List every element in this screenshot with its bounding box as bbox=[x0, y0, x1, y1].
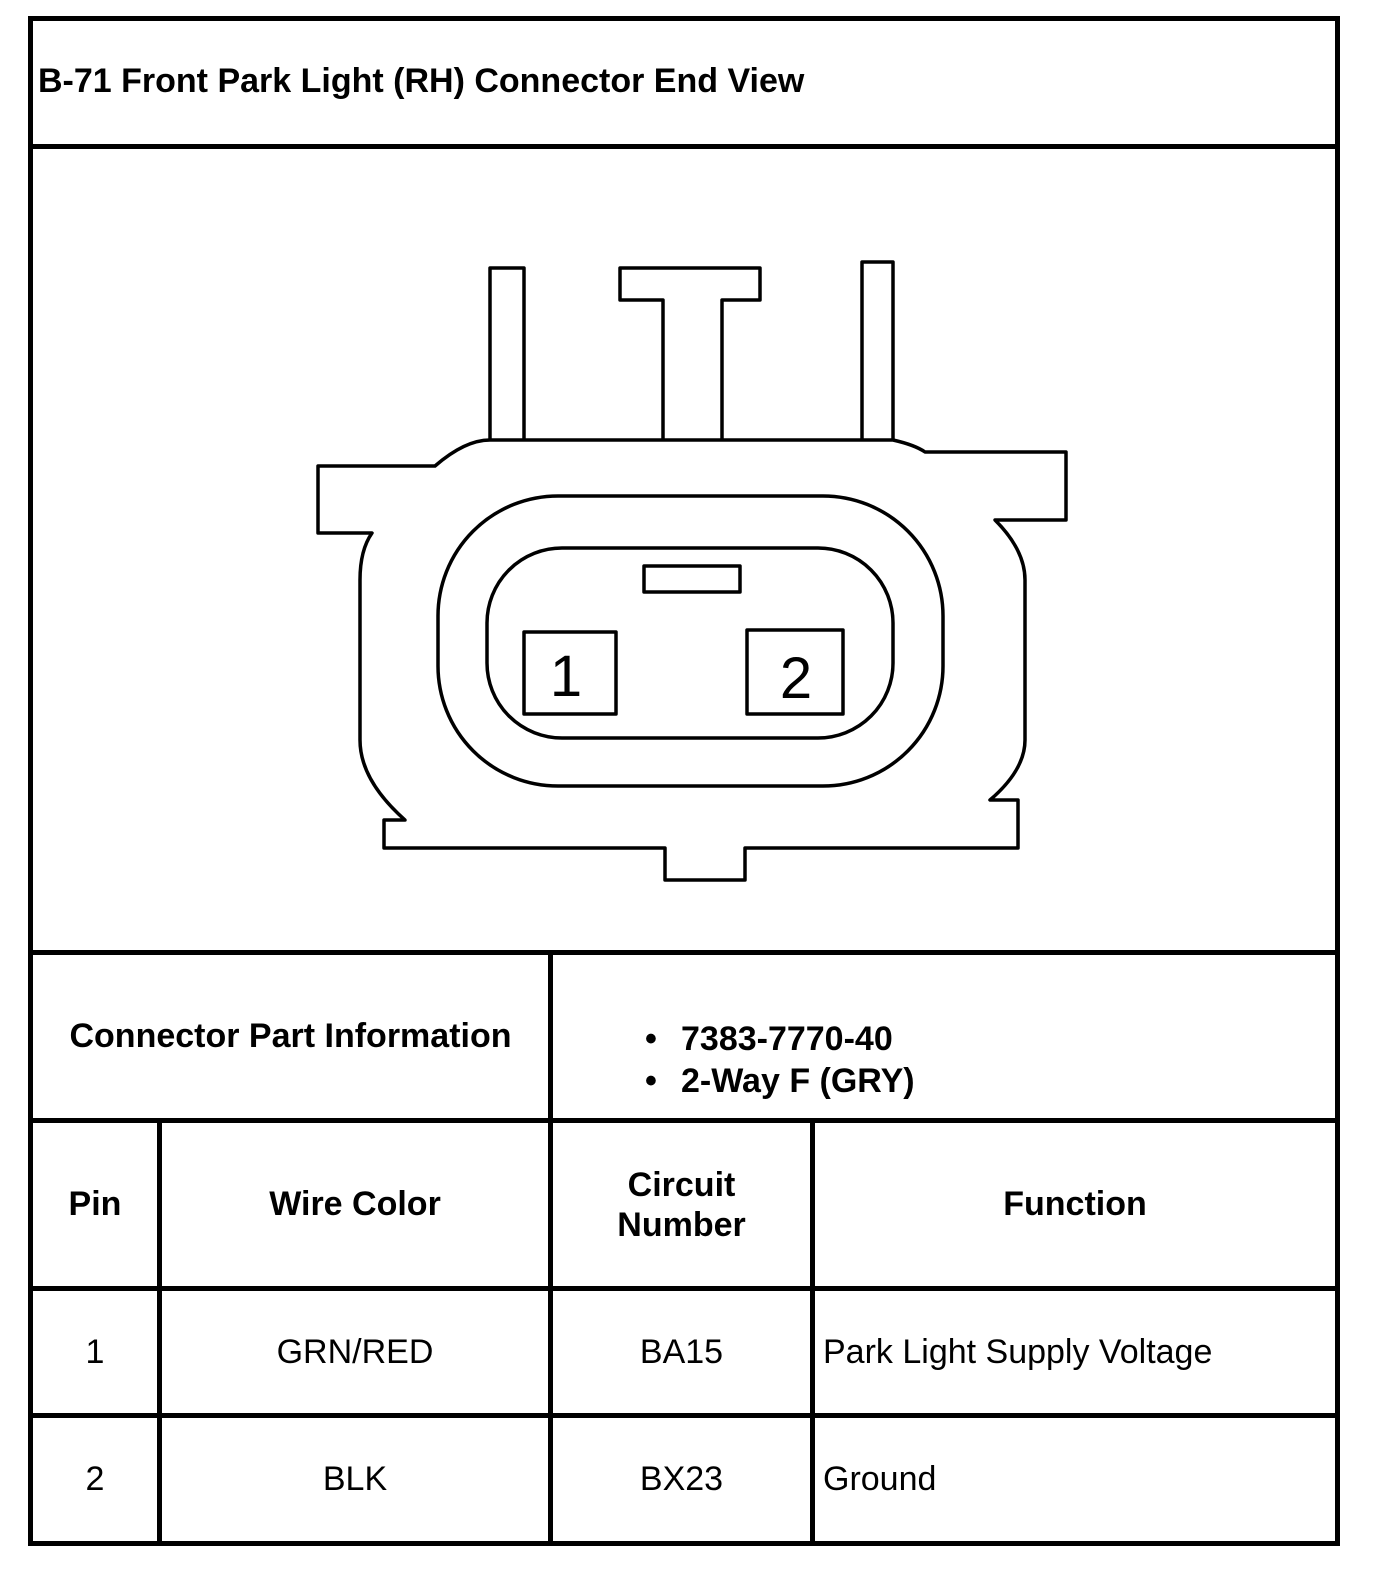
border-bottom bbox=[28, 1541, 1340, 1546]
divider-header bbox=[28, 1286, 1340, 1291]
pin-1-box bbox=[522, 630, 618, 716]
bullet: • bbox=[645, 1020, 657, 1058]
vline-pin bbox=[157, 1118, 162, 1546]
row2-circuit: BX23 bbox=[639, 1460, 724, 1498]
bullet: • bbox=[645, 1062, 657, 1100]
divider-partinfo bbox=[28, 1118, 1340, 1123]
pin-2-box bbox=[745, 628, 845, 716]
left-tab bbox=[488, 266, 526, 440]
pin-1-label: 1 bbox=[550, 644, 582, 709]
header-circuit-line1: Circuit bbox=[627, 1165, 736, 1204]
page-title: B-71 Front Park Light (RH) Connector End… bbox=[38, 62, 805, 100]
row1-circuit: BA15 bbox=[639, 1332, 724, 1371]
divider-drawing bbox=[28, 950, 1340, 955]
key-slot bbox=[642, 564, 742, 594]
row1-pin: 1 bbox=[85, 1332, 105, 1371]
pin-cavity bbox=[485, 546, 895, 740]
part-info-item: • 7383-7770-40 bbox=[645, 1018, 915, 1060]
row1-wire-color: GRN/RED bbox=[276, 1332, 434, 1371]
border-right bbox=[1335, 16, 1340, 1546]
header-circuit-line2: Number bbox=[617, 1205, 746, 1244]
part-number: 7383-7770-40 bbox=[681, 1020, 893, 1058]
row1-function: Park Light Supply Voltage bbox=[823, 1332, 1213, 1371]
header-circuit-number: Circuit Number bbox=[553, 1123, 810, 1286]
right-tab bbox=[860, 260, 895, 440]
header-pin: Pin bbox=[68, 1185, 122, 1223]
center-tab bbox=[618, 266, 762, 440]
vline-partinfo bbox=[548, 950, 553, 1546]
part-info-label: Connector Part Information bbox=[69, 1017, 512, 1055]
part-description: 2-Way F (GRY) bbox=[681, 1062, 915, 1100]
seal-ring bbox=[436, 494, 945, 788]
vline-circuit bbox=[810, 1118, 815, 1546]
housing-outline bbox=[316, 438, 1068, 882]
part-info-list: • 7383-7770-40 • 2-Way F (GRY) bbox=[645, 1018, 915, 1102]
pin-2-label: 2 bbox=[780, 646, 812, 711]
row2-function: Ground bbox=[823, 1460, 937, 1498]
border-left bbox=[28, 16, 33, 1546]
divider-row1 bbox=[28, 1413, 1340, 1418]
header-wire-color: Wire Color bbox=[269, 1185, 441, 1223]
divider-title bbox=[28, 144, 1340, 149]
row2-wire-color: BLK bbox=[322, 1460, 388, 1498]
border-top bbox=[28, 16, 1340, 21]
header-function: Function bbox=[1003, 1185, 1147, 1223]
part-info-item: • 2-Way F (GRY) bbox=[645, 1060, 915, 1102]
row2-pin: 2 bbox=[85, 1460, 105, 1498]
